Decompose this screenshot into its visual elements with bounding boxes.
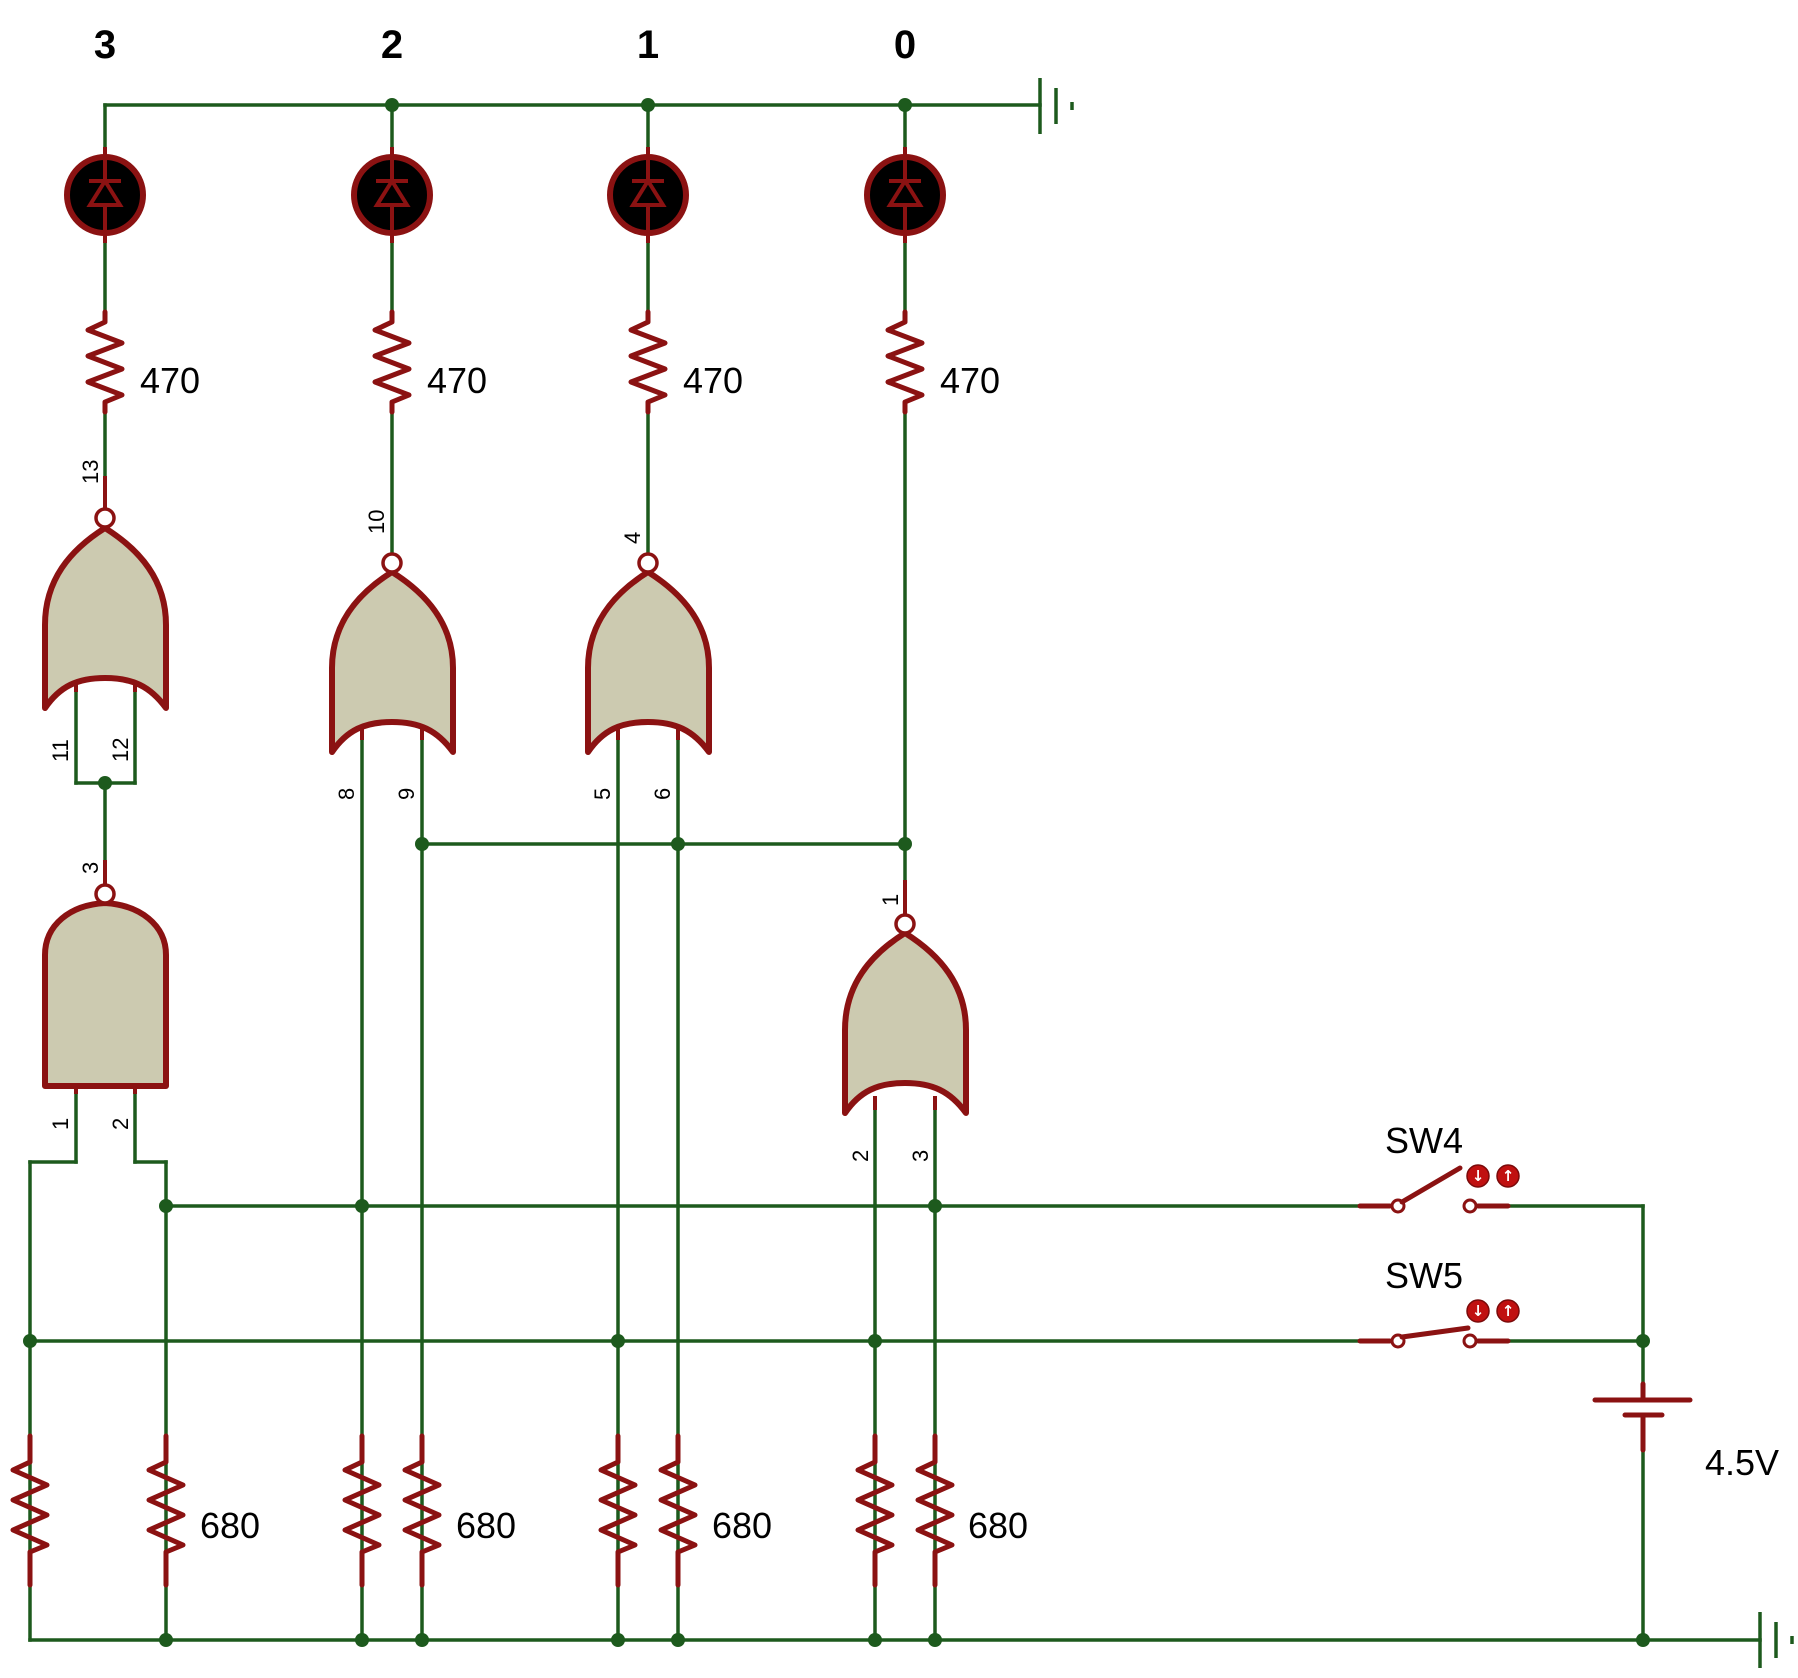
resistor-680-label: 680 <box>712 1505 772 1546</box>
ground-symbol-top <box>1038 78 1074 134</box>
pin-label-and-in-b: 2 <box>108 1118 133 1130</box>
pin-label-g3-in-a: 5 <box>590 788 615 800</box>
pin-label-g3-in-b: 6 <box>650 788 675 800</box>
sw4-up-button[interactable] <box>1496 1164 1520 1188</box>
resistor-680[interactable] <box>598 1433 638 1588</box>
switch-sw4-buttons[interactable]: ↓ ↑ <box>1466 1164 1520 1188</box>
nor-gate-bit1[interactable] <box>585 552 712 755</box>
ground-symbol-bottom <box>1758 1612 1794 1668</box>
resistor-680-label: 680 <box>968 1505 1028 1546</box>
resistor-470-bit1[interactable] <box>628 309 668 415</box>
resistor-680[interactable] <box>855 1433 895 1588</box>
resistor-680[interactable] <box>915 1433 955 1588</box>
arrow-down-icon: ↓ <box>1472 1167 1485 1185</box>
resistor-680-label: 680 <box>200 1505 260 1546</box>
resistor-470-bit3[interactable] <box>85 309 125 415</box>
pin-label-g4-out: 1 <box>878 894 903 906</box>
switch-label-sw4: SW4 <box>1385 1120 1463 1161</box>
pin-label-g1-in-b: 12 <box>108 738 133 762</box>
sw4-down-button[interactable] <box>1466 1164 1490 1188</box>
junction-nodes <box>23 98 1650 1647</box>
switch-sw5-buttons[interactable]: ↓ ↑ <box>1466 1299 1520 1323</box>
battery-voltage-label: 4.5V <box>1705 1442 1779 1483</box>
switch-sw5[interactable] <box>1357 1325 1511 1349</box>
switch-label-sw5: SW5 <box>1385 1255 1463 1296</box>
battery[interactable] <box>1592 1381 1693 1453</box>
nor-gate-bit0[interactable] <box>842 880 969 1116</box>
led-label-1: 1 <box>637 23 659 67</box>
pin-label-g2-in-a: 8 <box>334 788 359 800</box>
pin-label-and-out: 3 <box>78 862 103 874</box>
pin-label-g4-in-a: 2 <box>848 1150 873 1162</box>
arrow-up-icon: ↑ <box>1502 1167 1515 1185</box>
resistor-680[interactable] <box>658 1433 698 1588</box>
pulldown-resistors <box>10 1433 955 1588</box>
sw5-down-button[interactable] <box>1466 1299 1490 1323</box>
resistor-680[interactable] <box>342 1433 382 1588</box>
pin-label-g1-in-a: 11 <box>48 739 73 762</box>
resistor-470-bit0[interactable] <box>885 309 925 415</box>
led-2[interactable] <box>351 147 433 243</box>
nor-gate-bit2[interactable] <box>329 552 456 755</box>
resistor-470-label-bit0: 470 <box>940 360 1000 401</box>
resistor-470-label-bit1: 470 <box>683 360 743 401</box>
pin-label-g1-out: 13 <box>78 460 103 484</box>
led-0[interactable] <box>864 147 946 243</box>
resistor-680-label: 680 <box>456 1505 516 1546</box>
resistor-680[interactable] <box>10 1433 50 1588</box>
nor-gate-bit3[interactable] <box>42 476 169 711</box>
arrow-down-icon: ↓ <box>1472 1302 1485 1320</box>
resistor-470-bit2[interactable] <box>372 309 412 415</box>
resistor-470-label-bit2: 470 <box>427 360 487 401</box>
resistor-680[interactable] <box>146 1433 186 1588</box>
pin-label-and-in-a: 1 <box>48 1118 73 1130</box>
led-label-2: 2 <box>381 23 403 67</box>
and-gate[interactable] <box>42 860 169 1094</box>
pin-label-g2-out: 10 <box>364 510 389 534</box>
switch-sw4[interactable] <box>1357 1165 1511 1214</box>
pin-label-g3-out: 4 <box>620 532 645 544</box>
led-label-0: 0 <box>894 23 916 67</box>
sw5-up-button[interactable] <box>1496 1299 1520 1323</box>
pin-label-g4-in-b: 3 <box>908 1150 933 1162</box>
led-label-3: 3 <box>94 23 116 67</box>
pin-label-g2-in-b: 9 <box>394 788 419 800</box>
resistor-680[interactable] <box>402 1433 442 1588</box>
resistor-470-label-bit3: 470 <box>140 360 200 401</box>
led-1[interactable] <box>607 147 689 243</box>
arrow-up-icon: ↑ <box>1502 1302 1515 1320</box>
led-3[interactable] <box>64 147 146 243</box>
